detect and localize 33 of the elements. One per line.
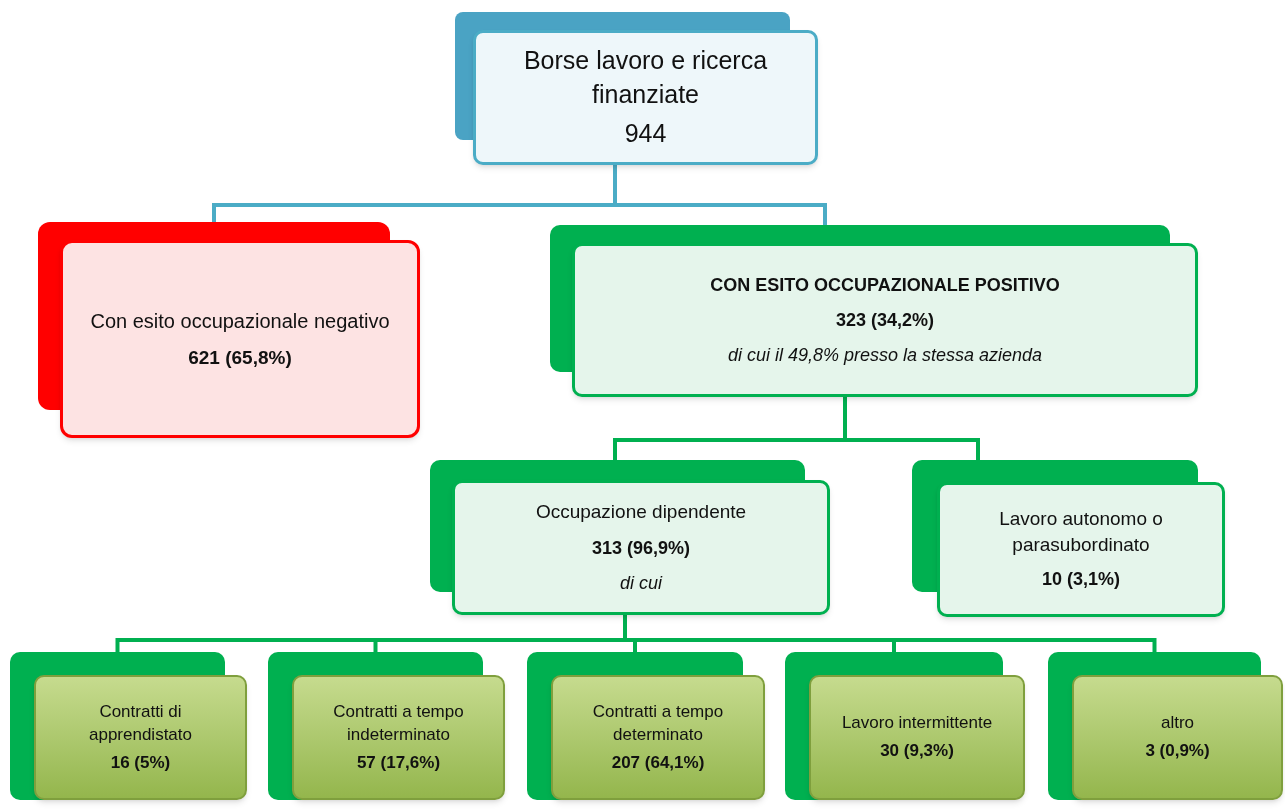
box-text: 944 (624, 117, 667, 149)
box-text: 3 (0,9%) (1145, 740, 1210, 763)
layered-box (455, 12, 818, 165)
box-text: 313 (96,9%) (591, 536, 691, 560)
layered-box (430, 460, 830, 615)
box-text: 621 (65,8%) (188, 345, 292, 370)
layered-box (785, 652, 1025, 802)
box-text: Lavoro autonomo o parasubordinato (998, 507, 1164, 557)
box-text: CON ESITO OCCUPAZIONALE POSITIVO (710, 273, 1060, 297)
box-text: di cui il 49,8% presso la stessa azienda (727, 343, 1043, 367)
box-text: 57 (17,6%) (356, 751, 441, 774)
box-text: 30 (9,3%) (880, 740, 954, 763)
box-text: Occupazione dipendente (535, 500, 747, 525)
connector-line (843, 397, 980, 460)
box-text: Lavoro intermittente (841, 712, 993, 735)
box-text: Con esito occupazionale negativo (90, 308, 390, 334)
box-text: Contratti a tempo determinato (591, 700, 725, 746)
box-text: 10 (3,1%) (1041, 568, 1120, 591)
connector-line (623, 615, 1157, 652)
layered-box (268, 652, 505, 802)
box-text: 323 (34,2%) (835, 308, 935, 332)
layered-box (912, 460, 1225, 617)
box-text: 16 (5%) (110, 751, 171, 774)
box-text: Contratti di apprendistato (88, 700, 193, 746)
box-text: di cui (620, 571, 662, 595)
box-text: 207 (64,1%) (611, 751, 705, 774)
box-text: Borse lavoro e ricerca finanziate (522, 44, 769, 110)
box-text: altro (1160, 712, 1195, 735)
box-text: Contratti a tempo indeterminato (332, 700, 465, 746)
connector-line (613, 165, 827, 225)
layered-box (1048, 652, 1283, 802)
layered-box (527, 652, 765, 802)
layered-box (10, 652, 247, 802)
